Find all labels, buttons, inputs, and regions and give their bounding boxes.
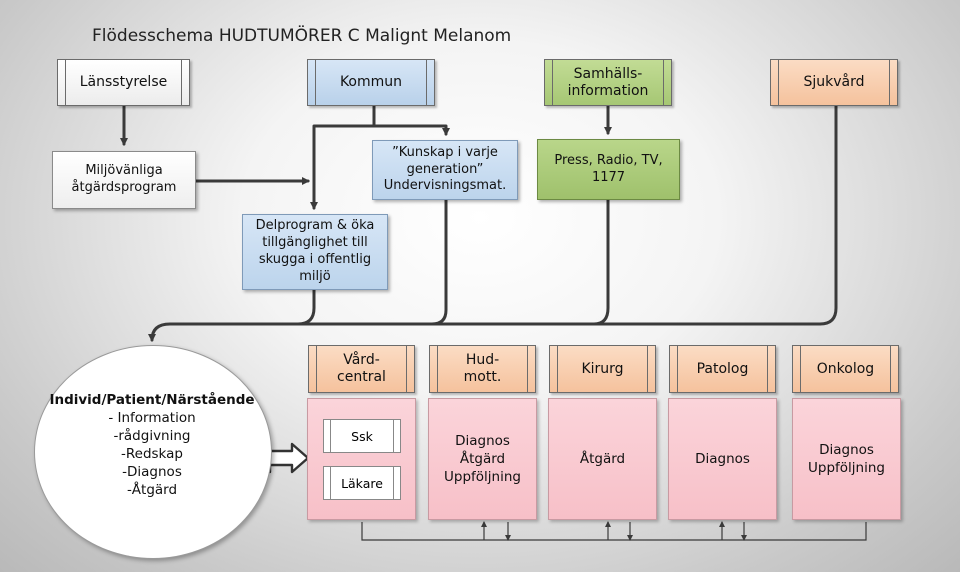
care-unit-kirurg-header: Kirurg	[549, 345, 656, 393]
care-unit-vardcentral-label: Vård- central	[337, 352, 386, 385]
diagram-title: Flödesschema HUDTUMÖRER C Malignt Melano…	[92, 26, 512, 46]
care-unit-patolog-header: Patolog	[669, 345, 776, 393]
care-unit-hudmott-body: Diagnos Åtgärd Uppföljning	[428, 398, 537, 520]
node-sjukvard: Sjukvård	[770, 59, 898, 106]
node-samhallsinformation-label: Samhälls- information	[567, 65, 649, 99]
node-delprogram: Delprogram & öka tillgänglighet till sku…	[242, 214, 388, 290]
care-unit-hudmott-label: Hud- mott.	[463, 352, 502, 385]
individ-line-redskap: -Redskap	[121, 446, 183, 462]
care-unit-hudmott-header: Hud- mott.	[429, 345, 536, 393]
line-kunskap-to-collector	[430, 198, 448, 326]
individ-heading: Individ/Patient/Närstående	[49, 392, 255, 408]
care-unit-onkolog-body: Diagnos Uppföljning	[792, 398, 901, 520]
care-unit-vardcentral-header: Vård- central	[308, 345, 415, 393]
individ-line-radgivning: -rådgivning	[113, 428, 191, 444]
node-lansstyrelse-label: Länsstyrelse	[79, 74, 168, 91]
care-unit-patolog-body: Diagnos	[668, 398, 777, 520]
individ-line-diagnos: -Diagnos	[122, 464, 182, 480]
node-samhallsinformation: Samhälls- information	[544, 59, 672, 106]
individ-line-atgard: -Åtgärd	[126, 482, 178, 498]
line-press-to-collector	[592, 198, 610, 326]
individ-circle	[34, 345, 272, 559]
arrow-kommun-to-kunskap	[372, 124, 450, 136]
care-unit-patolog-content: Diagnos	[695, 450, 750, 467]
care-unit-onkolog-label: Onkolog	[816, 360, 875, 377]
staff-lakare-label: Läkare	[341, 475, 383, 491]
care-unit-hudmott-content: Diagnos Åtgärd Uppföljning	[444, 432, 521, 486]
line-sjukvard-to-collector	[818, 104, 838, 326]
care-unit-patolog-label: Patolog	[696, 360, 749, 377]
arrow-kommun-to-delprogram	[310, 104, 376, 210]
arrow-collector-to-individ	[148, 322, 822, 342]
care-unit-onkolog-content: Diagnos Uppföljning	[808, 441, 885, 476]
line-delprogram-to-collector	[296, 288, 316, 326]
node-delprogram-label: Delprogram & öka tillgänglighet till sku…	[255, 218, 375, 284]
care-unit-onkolog-header: Onkolog	[792, 345, 899, 393]
node-kommun: Kommun	[307, 59, 435, 106]
care-unit-kirurg-label: Kirurg	[581, 360, 624, 377]
node-press: Press, Radio, TV, 1177	[537, 139, 680, 200]
node-kunskap-label: ”Kunskap i varje generation” Undervisnin…	[383, 144, 507, 194]
care-unit-vardcentral-body	[307, 398, 416, 520]
node-miljovanliga: Miljövänliga åtgärdsprogram	[52, 151, 196, 209]
care-unit-kirurg-body: Åtgärd	[548, 398, 657, 520]
staff-ssk: Ssk	[323, 419, 401, 453]
node-kunskap: ”Kunskap i varje generation” Undervisnin…	[372, 140, 518, 200]
individ-line-information: - Information	[108, 410, 196, 426]
node-miljovanliga-label: Miljövänliga åtgärdsprogram	[71, 163, 177, 195]
staff-lakare: Läkare	[323, 466, 401, 500]
bottom-bus-line	[361, 522, 867, 541]
individ-text: Individ/Patient/Närstående - Information…	[34, 391, 270, 499]
staff-ssk-label: Ssk	[351, 428, 373, 444]
node-sjukvard-label: Sjukvård	[803, 74, 865, 91]
care-unit-kirurg-content: Åtgärd	[579, 450, 626, 467]
node-kommun-label: Kommun	[339, 74, 403, 91]
node-lansstyrelse: Länsstyrelse	[57, 59, 190, 106]
node-press-label: Press, Radio, TV, 1177	[554, 152, 663, 185]
